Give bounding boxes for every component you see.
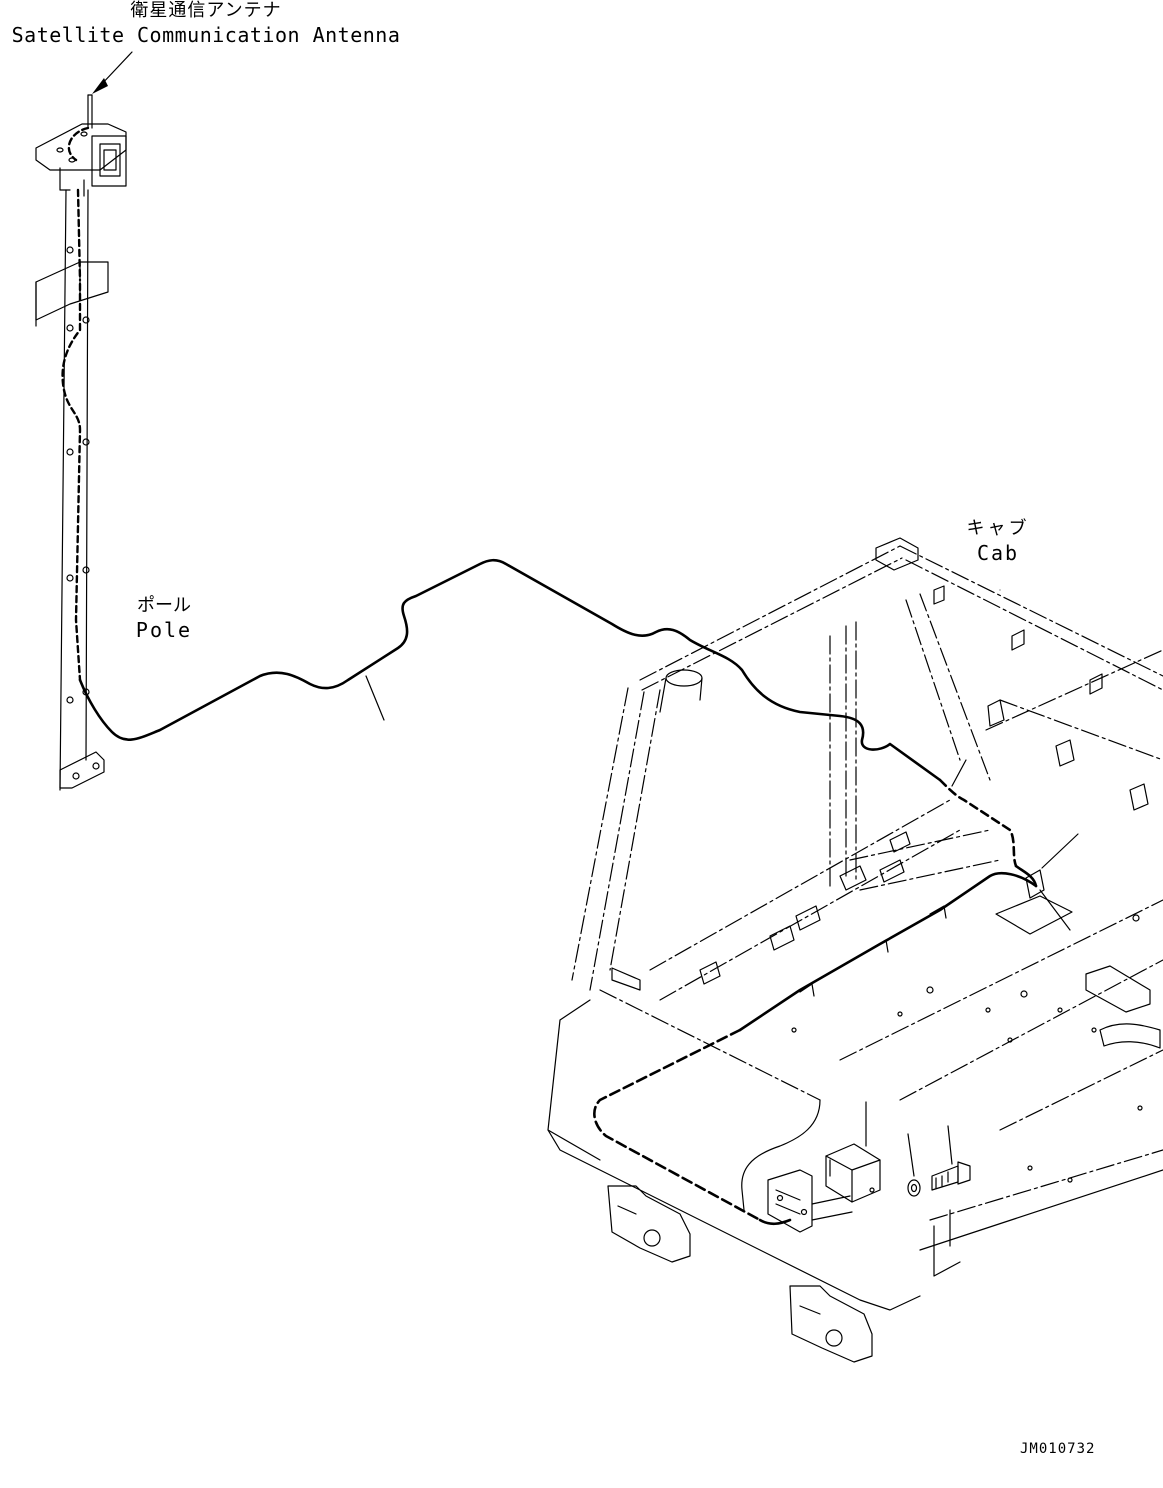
cab-label-en: Cab [976,541,1020,565]
cab-cable [593,759,1079,1226]
antenna-label: 衛星通信アンテナ Satellite Communication Antenna [4,0,408,47]
cab-frame [547,537,1163,1363]
antenna-label-en: Satellite Communication Antenna [11,23,401,47]
cab-label: キャブ Cab [960,518,1036,565]
antenna-mount [35,51,133,197]
communication-controller [825,1101,881,1203]
pole-label-en: Pole [135,618,193,642]
antenna-cable [78,558,942,782]
cab-label-ja: キャブ [966,518,1030,539]
pole-label: ポール Pole [128,595,200,642]
washer [907,1133,921,1197]
antenna-label-ja: 衛星通信アンテナ [130,0,282,21]
pole [35,188,109,791]
pole-label-ja: ポール [137,595,191,616]
bolt [931,1125,971,1191]
drawing-code: JM010732 [1020,1441,1096,1457]
